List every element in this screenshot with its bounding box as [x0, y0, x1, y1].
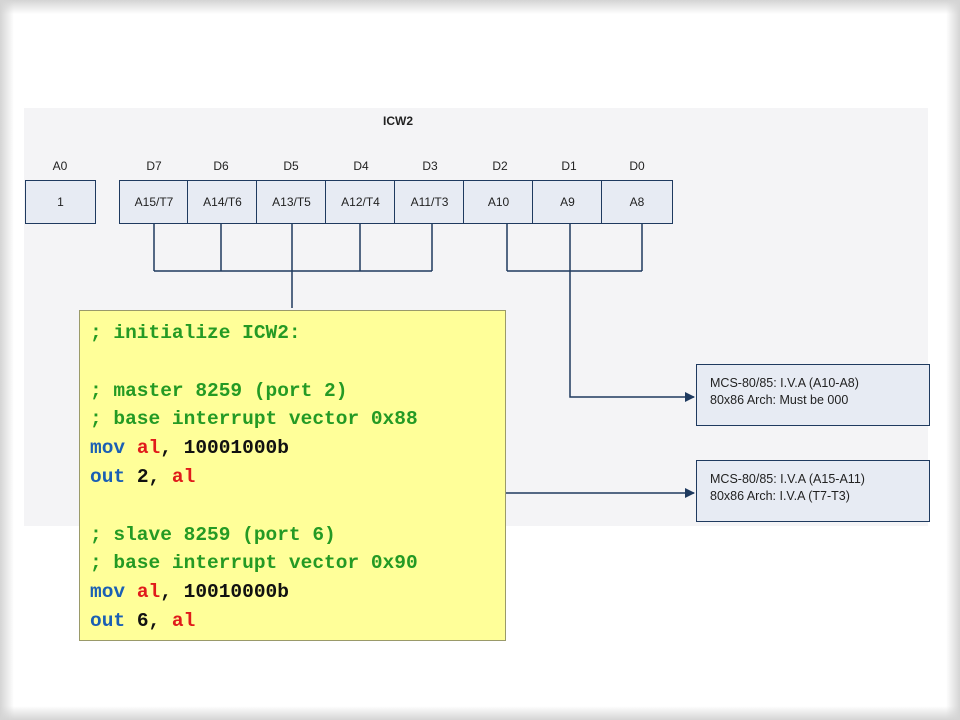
bit-label-d6: D6 [213, 159, 229, 173]
code-comment: ; base interrupt vector 0x88 [90, 408, 418, 431]
code-line-out-slave: out 6, al [90, 609, 196, 632]
code-comment: ; initialize ICW2: [90, 322, 301, 344]
code-register: al [136, 581, 161, 604]
connector-lines [153, 224, 695, 498]
code-blank-line [90, 492, 505, 521]
info-low-line1: MCS-80/85: I.V.A (A10-A8) [710, 376, 859, 390]
code-comment: ; master 8259 (port 2) [90, 379, 348, 402]
bit-cell-d6: A14/T6 [187, 180, 258, 224]
bit-label-d2: D2 [492, 159, 508, 173]
bit-label-d1: D1 [561, 159, 577, 173]
code-block: ; initialize ICW2: ; master 8259 (port 2… [79, 310, 506, 641]
bit-cell-d4: A12/T4 [325, 180, 396, 224]
bit-label-a0: A0 [52, 159, 68, 173]
code-value: 10010000b [183, 581, 289, 604]
info-high-line2: 80x86 Arch: I.V.A (T7-T3) [710, 489, 850, 503]
code-keyword: mov [90, 437, 126, 460]
diagram-title: ICW2 [383, 114, 413, 128]
code-value: 10001000b [183, 437, 289, 460]
frame-shadow-bottom [0, 706, 960, 720]
frame-shadow-right [946, 0, 960, 720]
bit-cell-d1: A9 [532, 180, 603, 224]
code-register: al [171, 609, 196, 632]
code-blank-line [90, 348, 505, 377]
code-line-mov-slave: mov al, 10010000b [90, 581, 289, 604]
bit-label-d3: D3 [422, 159, 438, 173]
bit-label-d4: D4 [353, 159, 369, 173]
bit-cell-d7: A15/T7 [119, 180, 189, 224]
code-register: al [171, 465, 196, 488]
info-box-low-bits: MCS-80/85: I.V.A (A10-A8) 80x86 Arch: Mu… [696, 364, 930, 426]
code-port: 2 [136, 465, 149, 488]
bit-label-d0: D0 [629, 159, 645, 173]
info-box-high-bits: MCS-80/85: I.V.A (A15-A11) 80x86 Arch: I… [696, 460, 930, 522]
bit-label-d7: D7 [146, 159, 162, 173]
code-register: al [136, 437, 161, 460]
code-keyword: mov [90, 581, 126, 604]
code-comment: ; base interrupt vector 0x90 [90, 552, 418, 575]
code-port: 6 [136, 609, 149, 632]
bit-cell-d3: A11/T3 [394, 180, 465, 224]
code-keyword: out [90, 465, 126, 488]
code-line-mov-master: mov al, 10001000b [90, 437, 289, 460]
frame-shadow-top [0, 0, 960, 14]
bit-cell-d2: A10 [463, 180, 534, 224]
code-line-out-master: out 2, al [90, 465, 196, 488]
code-keyword: out [90, 609, 126, 632]
code-comment: ; slave 8259 (port 6) [90, 523, 336, 546]
frame-shadow-left [0, 0, 14, 720]
info-high-line1: MCS-80/85: I.V.A (A15-A11) [710, 472, 865, 486]
info-low-line2: 80x86 Arch: Must be 000 [710, 393, 849, 407]
bit-label-d5: D5 [283, 159, 299, 173]
bit-cell-d0: A8 [601, 180, 673, 224]
low-arrow [569, 224, 695, 402]
bit-cell-a0: 1 [25, 180, 96, 224]
bit-cell-d5: A13/T5 [256, 180, 327, 224]
